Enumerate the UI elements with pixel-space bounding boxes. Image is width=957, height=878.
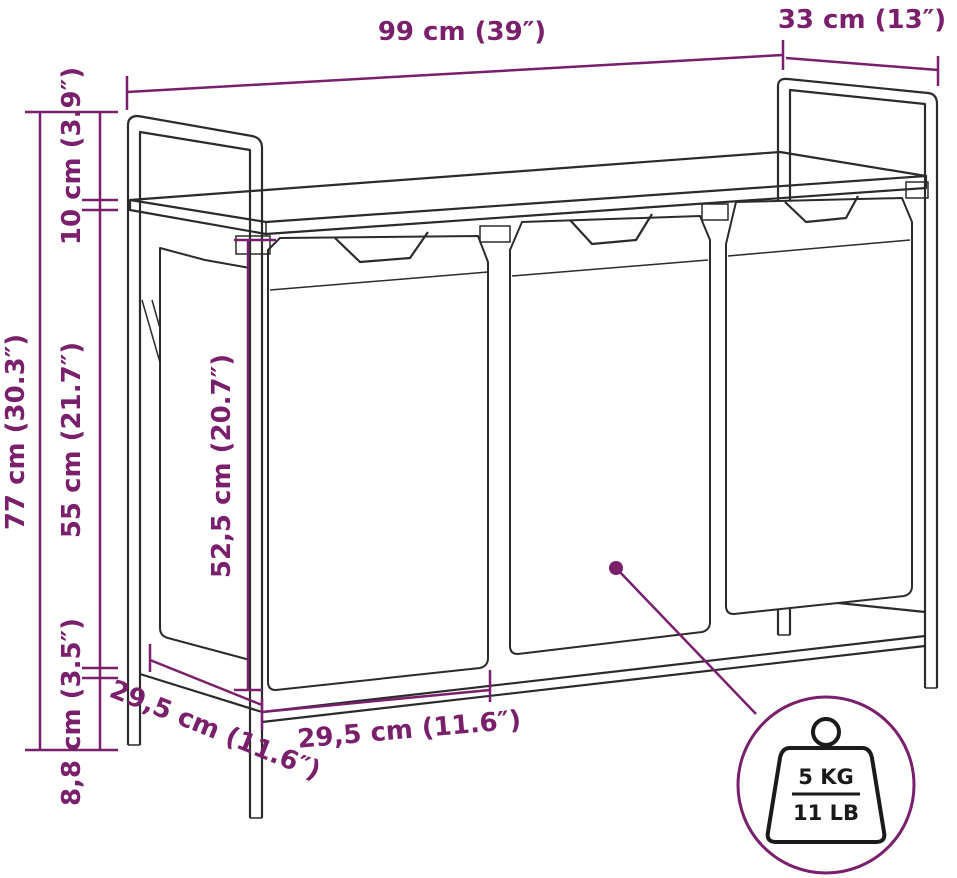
dimension-lines bbox=[25, 40, 940, 752]
bag-2-handle bbox=[569, 213, 653, 246]
bag-1 bbox=[267, 235, 489, 691]
bag-width-line bbox=[261, 688, 491, 714]
bag-depth-label: 29,5 cm (11.6″) bbox=[105, 675, 324, 787]
bag-left-side bbox=[159, 247, 251, 661]
load-kg: 5 KG bbox=[798, 765, 853, 789]
depth-label: 33 cm (13″) bbox=[778, 5, 946, 35]
bag-height-label: 52,5 cm (20.7″) bbox=[207, 354, 237, 578]
right-frame bbox=[776, 77, 939, 688]
bag-3-handle bbox=[784, 195, 859, 224]
width-label: 99 cm (39″) bbox=[378, 17, 546, 47]
bottom-side-rail bbox=[139, 672, 263, 714]
bag-3 bbox=[725, 197, 913, 615]
left-frame bbox=[126, 114, 264, 818]
laundry-sorter-drawing bbox=[126, 77, 939, 819]
load-lb: 11 LB bbox=[793, 801, 859, 825]
bottom-front-rail-2 bbox=[261, 644, 926, 724]
bottom-gap-label: 8,8 cm (3.5″) bbox=[57, 618, 87, 806]
width-line bbox=[126, 53, 784, 94]
top-gap-label: 10 cm (3.9″) bbox=[57, 67, 87, 245]
load-capacity-badge: 5 KG 11 LB bbox=[736, 695, 916, 875]
depth-line bbox=[785, 56, 939, 72]
bag-1-handle bbox=[334, 231, 429, 264]
bag-depth-line bbox=[149, 658, 263, 707]
bottom-front-rail bbox=[261, 634, 926, 714]
callout-pointer bbox=[615, 567, 757, 715]
bag-2 bbox=[509, 215, 711, 655]
middle-height-label: 55 cm (21.7″) bbox=[57, 342, 87, 538]
total-height-label: 77 cm (30.3″) bbox=[1, 334, 31, 530]
bag-width-label: 29,5 cm (11.6″) bbox=[296, 705, 522, 754]
